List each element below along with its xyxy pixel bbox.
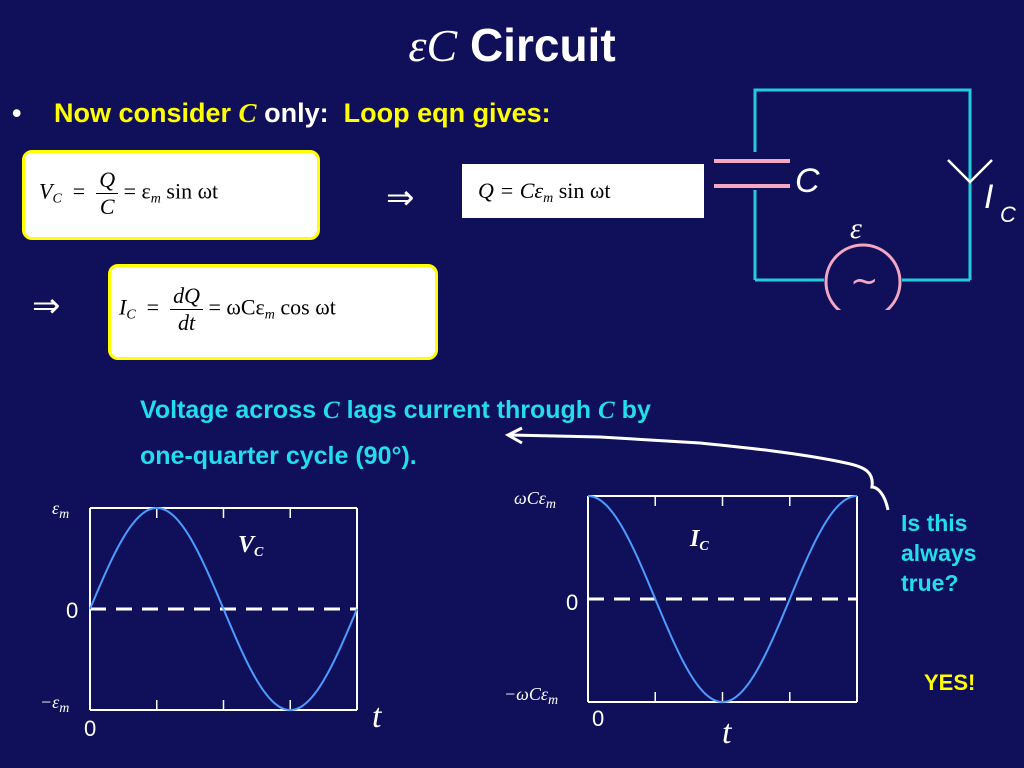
circuit-emf-label: ε <box>850 212 862 245</box>
circuit-source-symbol: ~ <box>850 261 879 301</box>
eq2-rhs: sin ωt <box>558 178 611 203</box>
statement-part-b: lags current through <box>346 396 592 424</box>
statement-part-a: Voltage across <box>140 396 317 424</box>
chart-ic-ymax-label: ωCεm <box>514 488 556 512</box>
chart-ic-ymin-label: −ωCεm <box>504 684 559 708</box>
statement-line-2: one-quarter cycle (90°). <box>140 442 417 470</box>
equation-q: Q = Cεm sin ωt <box>478 178 610 207</box>
chart-ic-series-label: IC <box>690 526 709 554</box>
chart-ic-xlabel: t <box>722 714 732 751</box>
eq1-lhs-sub: C <box>52 191 62 207</box>
eq1-num: Q <box>96 167 119 194</box>
chart-vc-ymax-label: εm <box>52 498 70 522</box>
chart-ic-curve <box>587 495 858 704</box>
chart-vc-ymin-label: −εm <box>40 692 70 716</box>
chart-ic-zero-label: 0 <box>566 590 579 615</box>
eq2-lhs-sub: m <box>543 191 554 206</box>
eq3-lhs-sub: C <box>126 307 136 323</box>
chart-vc-container: εm −εm 0 0 t VC <box>0 490 400 760</box>
eq1-rhs-pre: = ε <box>123 178 151 204</box>
eq1-rhs-post: sin ωt <box>166 178 219 204</box>
bullet-part1: Now consider <box>54 98 232 128</box>
implies-arrow-1: ⇒ <box>386 178 415 218</box>
bullet-marker: • <box>12 98 22 128</box>
chart-vc-zero-label: 0 <box>66 598 79 623</box>
chart-vc-series-label: VC <box>238 532 264 560</box>
statement-symbol-2: C <box>598 397 615 424</box>
chart-ic-origin-label: 0 <box>592 706 605 731</box>
circuit-diagram: C ε ~ I C <box>714 88 1016 310</box>
title-text: Circuit <box>469 19 616 71</box>
ac-source-icon <box>824 243 902 310</box>
eq3-rhs-pre: = ωCε <box>208 294 265 320</box>
implies-arrow-2: ⇒ <box>32 286 61 326</box>
bullet-part4: Loop eqn gives: <box>343 98 551 128</box>
equation-q-strip: Q = Cεm sin ωt <box>462 164 704 218</box>
bullet-part3: only: <box>264 98 329 128</box>
statement-line-1: Voltage across C lags current through C … <box>140 396 651 425</box>
eq1-lhs: V <box>39 178 53 204</box>
title-symbol: εC <box>408 20 458 71</box>
circuit-cap-label: C <box>795 162 820 200</box>
question-line-1: Is this <box>901 510 968 536</box>
chart-vc-xlabel: t <box>372 698 382 735</box>
question-line-3: true? <box>901 570 959 596</box>
eq1-rhs-sub: m <box>150 191 161 207</box>
capacitor-icon <box>714 159 790 188</box>
question-text: Is this always true? <box>901 508 976 598</box>
answer-text: YES! <box>924 670 976 695</box>
statement-symbol-1: C <box>322 397 340 424</box>
chart-ic-container: ωCεm −ωCεm 0 0 t IC <box>500 480 880 760</box>
eq3-den: dt <box>177 310 196 335</box>
circuit-current-sub: C <box>1000 202 1016 227</box>
bullet-symbol-c: C <box>238 98 257 128</box>
eq3-rhs-post: cos ωt <box>280 294 336 320</box>
bullet-line: • Now consider C only: Loop eqn gives: <box>12 98 551 129</box>
chart-vc <box>89 506 358 712</box>
circuit-wires <box>753 88 972 282</box>
statement-part-c: by <box>621 396 651 424</box>
current-arrow-icon <box>947 159 993 184</box>
eq1-den: C <box>99 194 115 219</box>
eq3-lhs: I <box>119 294 127 320</box>
circuit-current-label: I <box>984 178 994 216</box>
eq3-num: dQ <box>170 283 203 310</box>
question-line-2: always <box>901 540 977 566</box>
chart-vc-origin-label: 0 <box>84 716 97 741</box>
chart-vc-curve <box>89 506 358 712</box>
chart-ic <box>587 495 858 704</box>
slide-title: εC Circuit <box>0 18 1024 72</box>
pointer-arrow-icon <box>504 426 890 511</box>
eq3-rhs-sub: m <box>264 307 275 323</box>
eq2-lhs: Q = Cε <box>478 178 544 203</box>
